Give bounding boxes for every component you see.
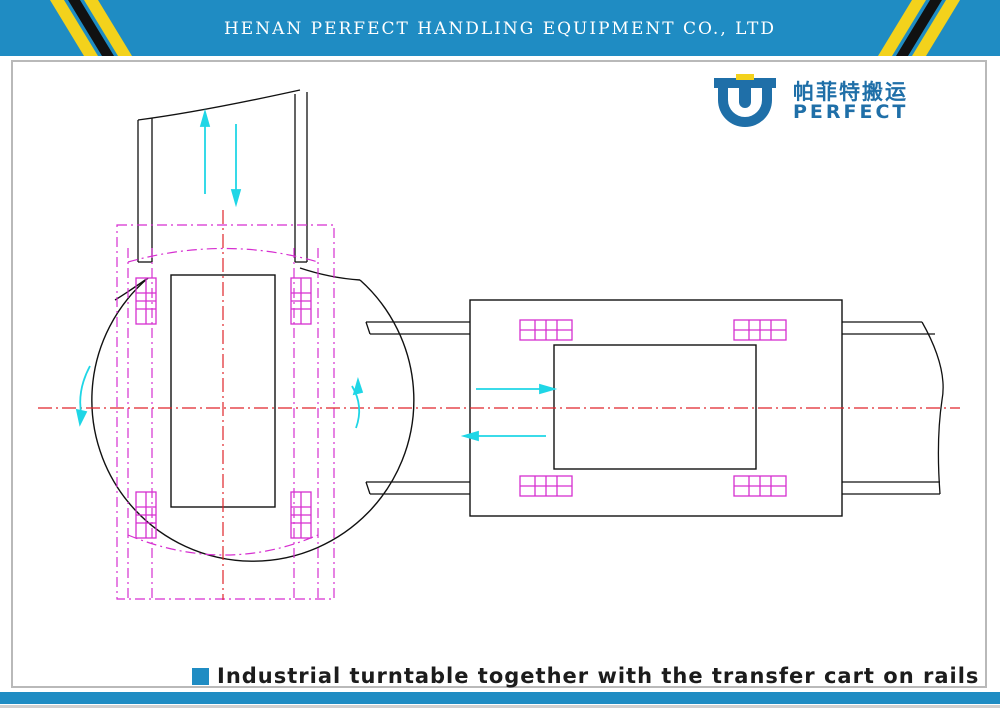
logo-mark-icon	[714, 74, 776, 127]
transfer-cart-wheels	[519, 319, 787, 497]
bottom-divider	[0, 705, 1000, 708]
header-bar: HENAN PERFECT HANDLING EQUIPMENT CO., LT…	[0, 0, 1000, 56]
turntable-construction-lines	[116, 224, 335, 600]
company-logo: 帕菲特搬运 PERFECT	[710, 74, 930, 130]
vertical-track	[137, 89, 308, 263]
movement-arrows	[75, 108, 558, 442]
caption-bullet-icon	[192, 667, 209, 685]
left-stripes-decoration	[50, 0, 132, 56]
logo-chinese-name: 帕菲特搬运	[793, 80, 908, 104]
turntable-circle	[91, 277, 415, 562]
drawing-frame	[11, 60, 987, 688]
bottom-band	[0, 692, 1000, 704]
transfer-cart-deck	[553, 344, 757, 470]
caption: Industrial turntable together with the t…	[192, 662, 979, 690]
horizontal-track	[365, 321, 944, 495]
logo-english-name: PERFECT	[793, 101, 909, 123]
right-stripes-decoration	[878, 0, 960, 56]
turntable-wheels	[135, 277, 312, 539]
company-title: HENAN PERFECT HANDLING EQUIPMENT CO., LT…	[223, 19, 777, 39]
centerlines	[38, 210, 960, 600]
caption-text: Industrial turntable together with the t…	[217, 664, 980, 688]
